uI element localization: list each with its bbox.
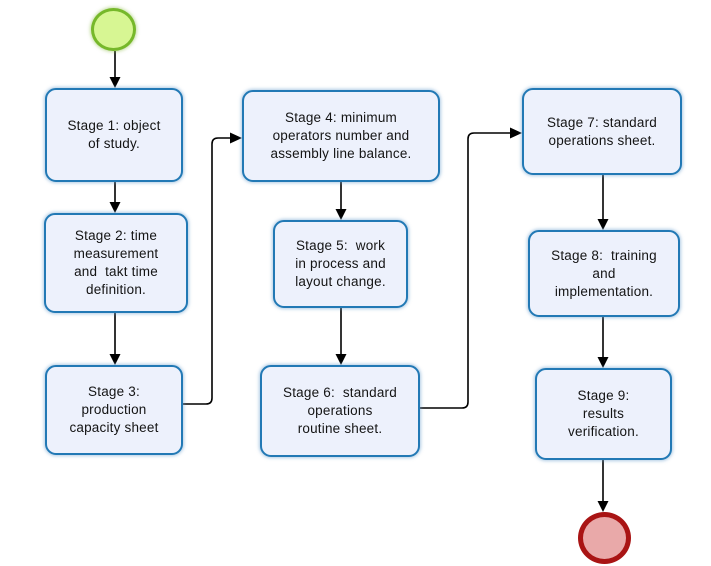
connector-stage9-end xyxy=(597,460,609,512)
node-stage-4-label: Stage 4: minimum operators number and as… xyxy=(270,110,412,161)
connector-stage2-stage3 xyxy=(109,313,121,365)
node-stage-2: Stage 2: time measurement and takt time … xyxy=(44,213,188,313)
node-stage-7: Stage 7: standard operations sheet. xyxy=(522,88,682,175)
connector-stage1-stage2 xyxy=(109,182,121,213)
node-stage-6: Stage 6: standard operations routine she… xyxy=(260,365,420,457)
node-stage-7-label: Stage 7: standard operations sheet. xyxy=(547,114,657,148)
connector-stage3-stage4 xyxy=(183,132,242,405)
connector-stage8-stage9 xyxy=(597,317,609,368)
node-stage-8-label: Stage 8: training and implementation. xyxy=(551,247,657,299)
node-stage-9-label: Stage 9: results verification. xyxy=(568,388,639,439)
start-event-node xyxy=(91,8,136,51)
connector-stage5-stage6 xyxy=(335,308,347,365)
node-stage-2-label: Stage 2: time measurement and takt time … xyxy=(73,228,159,297)
node-stage-3: Stage 3: production capacity sheet xyxy=(45,365,183,455)
end-event-node xyxy=(578,512,631,564)
node-stage-5-label: Stage 5: work in process and layout chan… xyxy=(295,238,386,289)
node-stage-9: Stage 9: results verification. xyxy=(535,368,672,460)
connector-stage4-stage5 xyxy=(335,182,347,220)
node-stage-6-label: Stage 6: standard operations routine she… xyxy=(283,385,397,436)
node-stage-4: Stage 4: minimum operators number and as… xyxy=(242,90,440,182)
node-stage-8: Stage 8: training and implementation. xyxy=(528,230,680,317)
node-stage-5: Stage 5: work in process and layout chan… xyxy=(273,220,408,308)
node-stage-1: Stage 1: object of study. xyxy=(45,88,183,182)
connector-stage7-stage8 xyxy=(597,175,609,230)
connector-start-stage1 xyxy=(109,51,121,88)
node-stage-1-label: Stage 1: object of study. xyxy=(67,118,161,151)
node-stage-3-label: Stage 3: production capacity sheet xyxy=(69,384,159,435)
